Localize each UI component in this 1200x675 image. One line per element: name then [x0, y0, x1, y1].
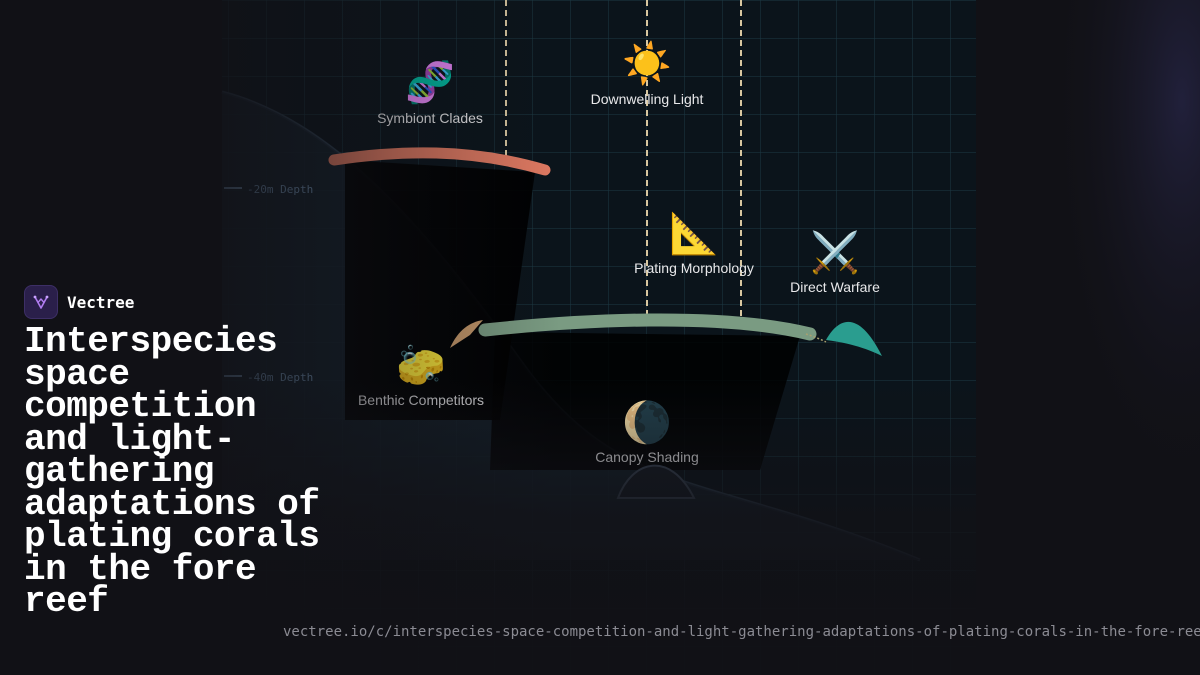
triangle-ruler-icon: 📐: [669, 210, 719, 256]
node-label: Benthic Competitors: [358, 392, 484, 408]
sun-icon: ☀️: [622, 39, 672, 87]
dna-icon: 🧬: [405, 58, 455, 106]
sponge-icon: 🧽: [396, 344, 450, 388]
vectree-logo-icon: [24, 285, 58, 319]
node-label: Symbiont Clades: [377, 110, 483, 126]
crossed-swords-icon: ⚔️: [810, 229, 860, 275]
competitor-coral: [826, 321, 882, 356]
brand[interactable]: Vectree: [24, 285, 134, 319]
sweeper-tentacle: [805, 333, 827, 343]
node-label: Plating Morphology: [634, 260, 754, 276]
node-label: Direct Warfare: [790, 279, 880, 295]
node-label: Canopy Shading: [595, 449, 699, 465]
background-glow: [976, 0, 1200, 675]
page-title: Interspecies space competition and light…: [24, 321, 320, 622]
node-downwelling-light: ☀️ Downwelling Light: [591, 39, 704, 107]
node-label: Downwelling Light: [591, 91, 704, 107]
moon-icon: 🌘: [622, 399, 672, 445]
brand-name: Vectree: [67, 292, 135, 312]
node-plating-morphology: 📐 Plating Morphology: [634, 210, 754, 276]
page-url[interactable]: vectree.io/c/interspecies-space-competit…: [283, 624, 1200, 640]
depth-label-20m: -20m Depth: [247, 183, 313, 196]
node-direct-warfare: ⚔️ Direct Warfare: [790, 229, 880, 295]
